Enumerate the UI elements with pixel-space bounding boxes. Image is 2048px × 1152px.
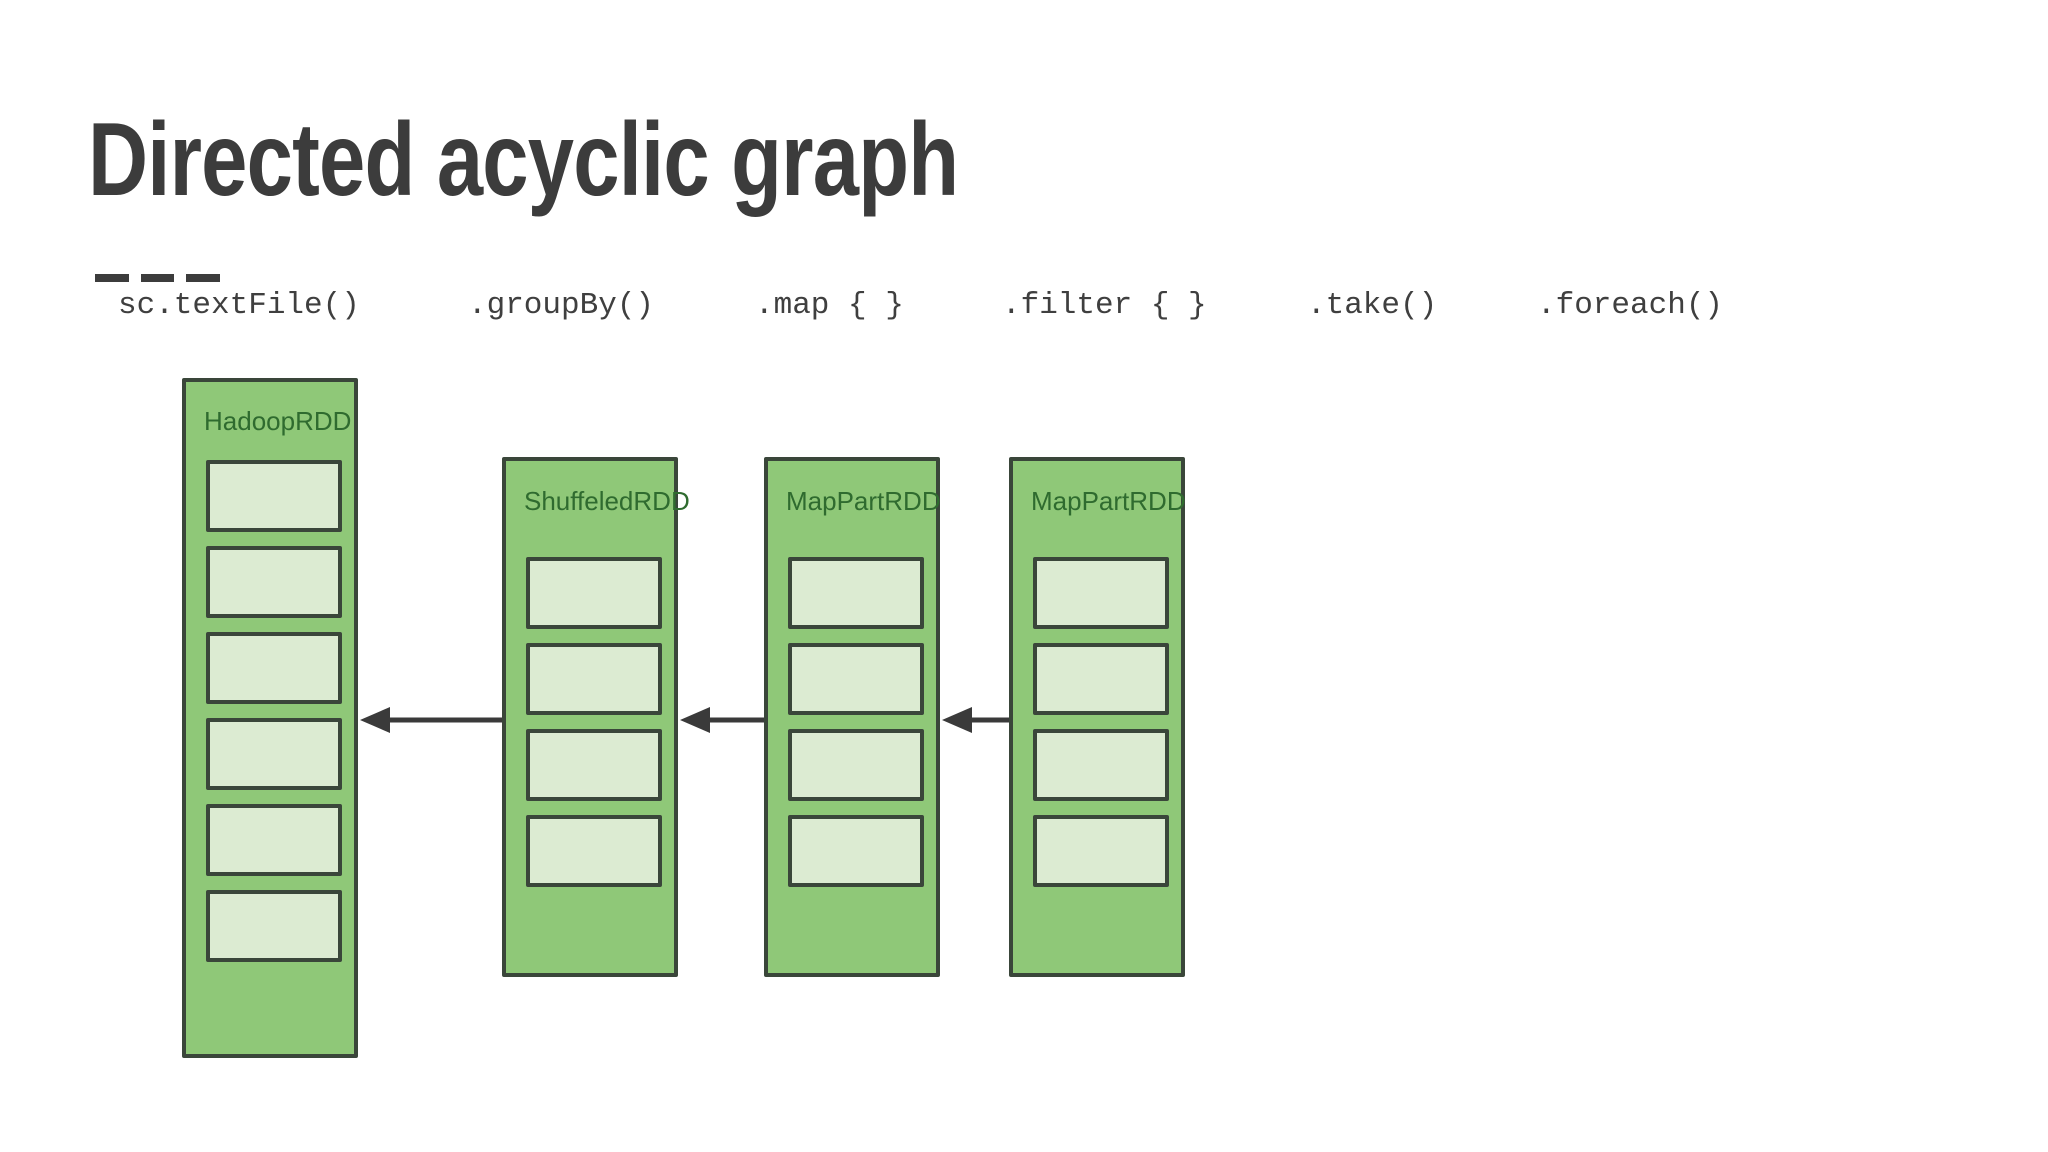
partition-block — [206, 546, 342, 618]
partition-block — [526, 557, 662, 629]
partition-block — [206, 718, 342, 790]
rdd-label-mappartrdd-2: MapPartRDD — [1031, 486, 1186, 516]
title-rule-dash — [140, 274, 175, 282]
partition-block — [1033, 557, 1169, 629]
title-rule-dash — [95, 274, 129, 282]
rdd-label-hadooprdd: HadoopRDD — [204, 406, 352, 436]
partition-block — [788, 729, 924, 801]
rdd-column-mappartrdd-1: MapPartRDD — [764, 457, 941, 977]
arrow-mappart1-to-shuffled — [680, 700, 764, 740]
partition-block — [206, 460, 342, 532]
partition-block — [526, 815, 662, 887]
rdd-label-mappartrdd-1: MapPartRDD — [786, 486, 941, 516]
pipeline-step-5: .foreach() — [1537, 288, 1724, 323]
rdd-column-hadooprdd: HadoopRDD — [182, 378, 358, 1058]
partition-block — [1033, 729, 1169, 801]
pipeline-step-0: sc.textFile() — [118, 288, 360, 323]
partition-block — [206, 804, 342, 876]
partition-block — [206, 890, 342, 962]
pipeline-code-row: sc.textFile() .groupBy() .map { } .filter {… — [0, 288, 2048, 338]
arrow-mappart2-to-mappart1 — [942, 700, 1009, 740]
title-rule-dash — [186, 274, 221, 282]
rdd-column-shuffeledrdd: ShuffeledRDD — [502, 457, 690, 977]
title-underline-rule — [95, 274, 221, 282]
partition-block — [526, 643, 662, 715]
partition-block — [788, 815, 924, 887]
partition-block — [1033, 815, 1169, 887]
pipeline-step-4: .take() — [1307, 288, 1438, 323]
pipeline-step-2: .map { } — [755, 288, 904, 323]
rdd-column-mappartrdd-2: MapPartRDD — [1009, 457, 1186, 977]
partition-block — [788, 643, 924, 715]
arrow-shuffled-to-hadoop — [360, 700, 502, 740]
pipeline-step-3: .filter { } — [1002, 288, 1207, 323]
partition-block — [1033, 643, 1169, 715]
partition-block — [206, 632, 342, 704]
partition-block — [788, 557, 924, 629]
rdd-label-shuffeledrdd: ShuffeledRDD — [524, 486, 690, 516]
pipeline-step-1: .groupBy() — [468, 288, 655, 323]
page-title: Directed acyclic graph — [88, 102, 959, 218]
partition-block — [526, 729, 662, 801]
